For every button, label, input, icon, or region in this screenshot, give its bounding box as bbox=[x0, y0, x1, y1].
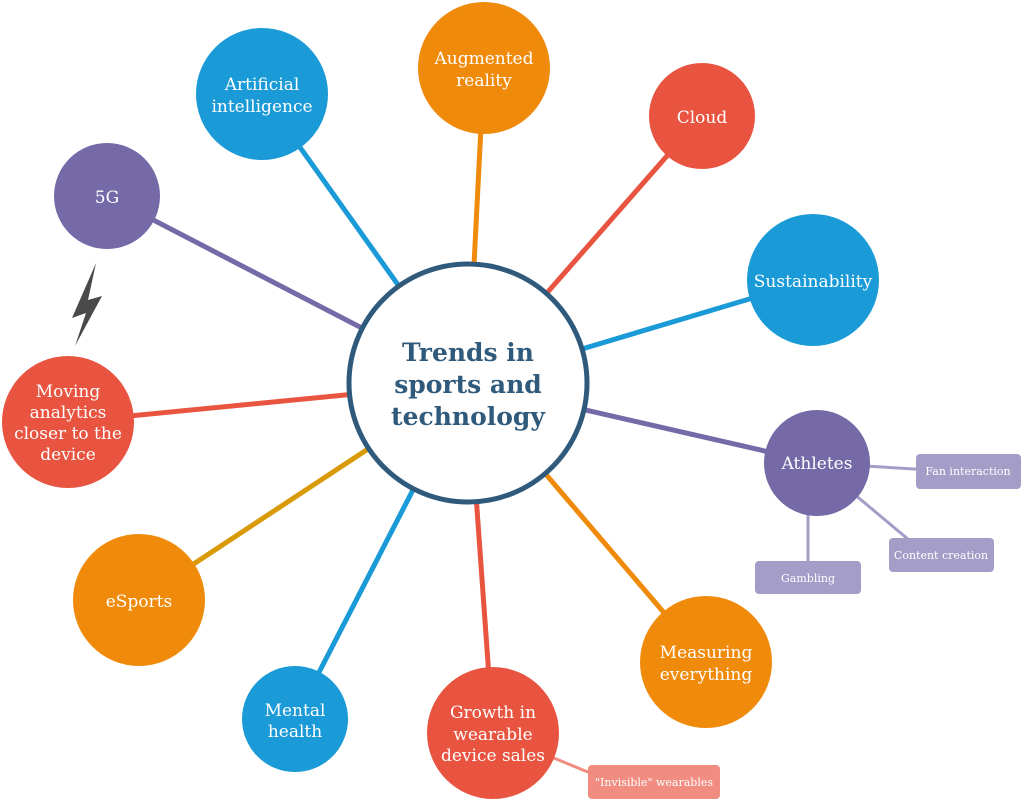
center-line: technology bbox=[391, 402, 546, 431]
node-growth[interactable]: Growth in wearable device sales bbox=[427, 667, 559, 799]
node-label: Augmented bbox=[433, 49, 533, 69]
node-label: eSports bbox=[106, 592, 173, 612]
node-label: Athletes bbox=[781, 454, 853, 474]
node-measuring[interactable]: Measuring everything bbox=[640, 596, 772, 728]
node-label: everything bbox=[660, 665, 753, 685]
node-label: reality bbox=[456, 71, 512, 91]
node-label: Measuring bbox=[660, 643, 753, 663]
subnode-label: Content creation bbox=[894, 549, 988, 562]
node-label: Sustainability bbox=[754, 272, 873, 292]
center-line: Trends in bbox=[402, 338, 534, 367]
node-ai[interactable]: Artificial intelligence bbox=[196, 28, 328, 160]
node-label: wearable bbox=[453, 725, 532, 745]
node-label: analytics bbox=[30, 403, 107, 423]
node-5g[interactable]: 5G bbox=[54, 143, 160, 249]
center-node[interactable]: Trends in sports and technology bbox=[346, 261, 590, 505]
node-cloud[interactable]: Cloud bbox=[649, 63, 755, 169]
node-esports[interactable]: eSports bbox=[73, 534, 205, 666]
subnode-label: Gambling bbox=[781, 572, 835, 585]
subnode-label: "Invisible" wearables bbox=[595, 776, 713, 789]
subnode-gambling[interactable]: Gambling bbox=[755, 561, 861, 594]
node-sustainability[interactable]: Sustainability bbox=[747, 214, 879, 346]
lightning-icon bbox=[72, 263, 102, 346]
node-label: health bbox=[268, 722, 322, 742]
node-mental[interactable]: Mental health bbox=[242, 666, 348, 772]
svg-text:technology: technology bbox=[391, 402, 546, 431]
subnode-content-creation[interactable]: Content creation bbox=[889, 538, 994, 572]
svg-text:Trends in: Trends in bbox=[402, 338, 534, 367]
node-label: Moving bbox=[36, 382, 101, 402]
subnode-label: Fan interaction bbox=[925, 465, 1010, 478]
node-label: Growth in bbox=[450, 703, 536, 723]
node-label: device sales bbox=[441, 746, 545, 766]
node-athletes[interactable]: Athletes bbox=[764, 410, 870, 516]
node-label: device bbox=[40, 445, 96, 465]
node-label: closer to the bbox=[14, 424, 122, 444]
subnode-invisible-wearables[interactable]: "Invisible" wearables bbox=[588, 765, 720, 799]
node-label: Cloud bbox=[677, 108, 728, 128]
svg-text:sports and: sports and bbox=[394, 370, 542, 399]
node-moving[interactable]: Moving analytics closer to the device bbox=[2, 356, 134, 488]
node-ar[interactable]: Augmented reality bbox=[418, 2, 550, 134]
node-label: Mental bbox=[265, 701, 326, 721]
node-label: intelligence bbox=[211, 97, 312, 117]
subnode-fan-interaction[interactable]: Fan interaction bbox=[916, 454, 1021, 489]
center-line: sports and bbox=[394, 370, 542, 399]
node-label: Artificial bbox=[224, 75, 300, 95]
node-label: 5G bbox=[95, 188, 119, 208]
